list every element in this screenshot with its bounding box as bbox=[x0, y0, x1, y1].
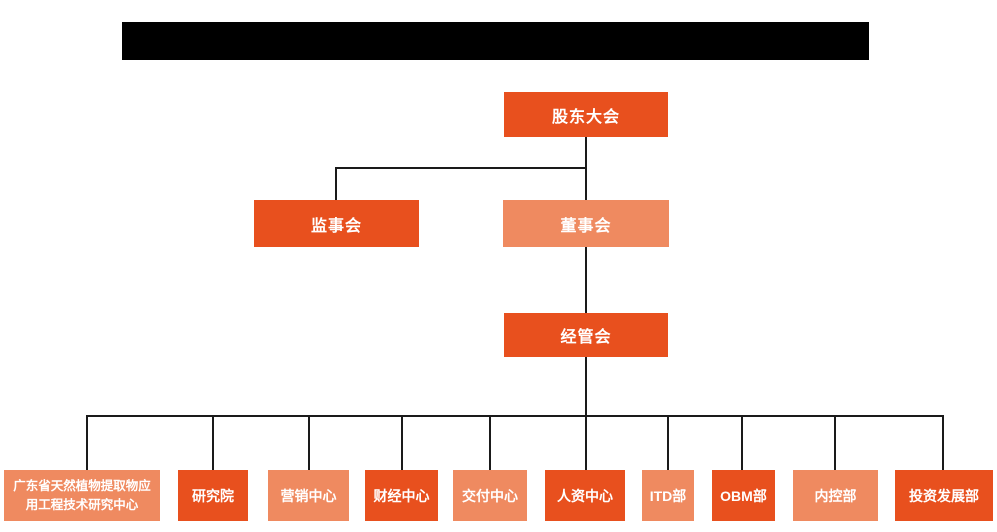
org-node-hr: 人资中心 bbox=[545, 470, 625, 521]
org-node-finance: 财经中心 bbox=[365, 470, 438, 521]
org-node-delivery-label: 交付中心 bbox=[462, 487, 518, 504]
connector-board-management bbox=[585, 247, 587, 313]
org-node-supervisory: 监事会 bbox=[254, 200, 419, 247]
connector-drop-obm bbox=[741, 415, 743, 470]
org-node-management-label: 经管会 bbox=[560, 329, 612, 346]
connector-branch-horizontal bbox=[335, 167, 587, 169]
redacted-title-bar bbox=[122, 22, 869, 60]
org-node-shareholders: 股东大会 bbox=[504, 92, 668, 137]
connector-drop-delivery bbox=[489, 415, 491, 470]
org-node-internal-control-label: 内控部 bbox=[814, 487, 857, 504]
connector-management-trunk bbox=[585, 357, 587, 470]
connector-distribution-horizontal bbox=[86, 415, 944, 417]
org-node-board: 董事会 bbox=[503, 200, 669, 247]
org-node-hr-label: 人资中心 bbox=[557, 487, 613, 504]
connector-drop-research-institute bbox=[212, 415, 214, 470]
connector-drop-research-center bbox=[86, 415, 88, 470]
org-node-investment: 投资发展部 bbox=[895, 470, 993, 521]
org-node-supervisory-label: 监事会 bbox=[310, 217, 362, 235]
connector-drop-itd bbox=[667, 415, 669, 470]
org-node-management: 经管会 bbox=[504, 313, 668, 357]
org-node-obm: OBM部 bbox=[712, 470, 775, 521]
org-node-marketing: 营销中心 bbox=[268, 470, 349, 521]
connector-drop-investment bbox=[942, 415, 944, 470]
org-node-itd-label: ITD部 bbox=[649, 487, 687, 504]
org-node-research-center-label: 广东省天然植物提取物应用工程技术研究中心 bbox=[13, 479, 151, 512]
org-node-research-institute-label: 研究院 bbox=[192, 487, 234, 504]
org-node-investment-label: 投资发展部 bbox=[909, 487, 979, 504]
connector-drop-finance bbox=[401, 415, 403, 470]
org-node-shareholders-label: 股东大会 bbox=[551, 108, 620, 126]
connector-drop-internal-control bbox=[834, 415, 836, 470]
connector-supervisory-drop bbox=[335, 167, 337, 200]
org-node-research-institute: 研究院 bbox=[178, 470, 248, 521]
org-node-internal-control: 内控部 bbox=[793, 470, 878, 521]
org-node-research-center: 广东省天然植物提取物应用工程技术研究中心 bbox=[4, 470, 160, 521]
org-node-delivery: 交付中心 bbox=[453, 470, 527, 521]
org-node-board-label: 董事会 bbox=[560, 217, 612, 235]
connector-drop-marketing bbox=[308, 415, 310, 470]
org-node-finance-label: 财经中心 bbox=[373, 487, 430, 504]
org-node-marketing-label: 营销中心 bbox=[280, 487, 337, 504]
org-node-obm-label: OBM部 bbox=[720, 487, 767, 504]
org-node-itd: ITD部 bbox=[642, 470, 694, 521]
